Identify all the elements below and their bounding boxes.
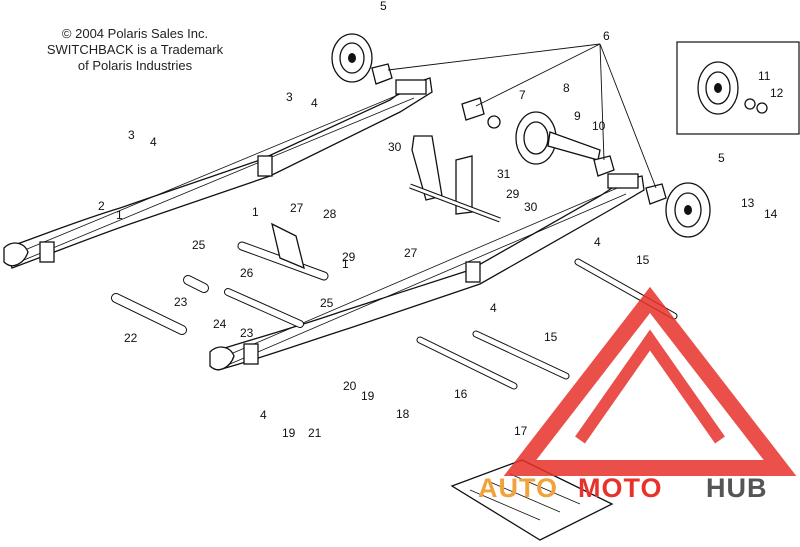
callout-number: 5 <box>380 0 387 13</box>
callout-number: 14 <box>764 207 778 221</box>
callout-number: 4 <box>260 408 267 422</box>
callout-number: 25 <box>192 238 206 252</box>
callout-number: 15 <box>544 330 558 344</box>
callout-number: 17 <box>514 424 528 438</box>
callout-number: 4 <box>594 235 601 249</box>
callout-number: 1 <box>116 208 123 222</box>
copyright-notice: © 2004 Polaris Sales Inc. SWITCHBACK is … <box>40 26 230 74</box>
watermark-wordmark: AUTO MOTO HUB <box>478 473 768 503</box>
callout-number: 1 <box>342 257 349 271</box>
callout-number: 4 <box>311 96 318 110</box>
callout-number: 31 <box>497 167 511 181</box>
callout-number: 3 <box>286 90 293 104</box>
wheel-5-top <box>331 33 373 83</box>
bushings <box>371 63 667 205</box>
callout-number: 2 <box>98 199 105 213</box>
callout-number: 27 <box>404 246 418 260</box>
detail-inset-box <box>676 41 800 135</box>
callout-number: 4 <box>150 135 157 149</box>
callout-number: 4 <box>490 301 497 315</box>
copyright-line: © 2004 Polaris Sales Inc. <box>61 26 209 41</box>
callout-number: 19 <box>361 389 375 403</box>
rear-rail <box>3 77 433 269</box>
callout-number: 12 <box>770 86 784 100</box>
callout-number: 29 <box>342 250 356 264</box>
callout-number: 27 <box>290 201 304 215</box>
callout-number: 9 <box>574 109 581 123</box>
callout-number: 18 <box>396 407 410 421</box>
callout-number: 10 <box>592 119 606 133</box>
callout-number: 16 <box>454 387 468 401</box>
callout-number: 30 <box>388 140 402 154</box>
watermark-logo <box>503 286 797 476</box>
callout-number: 22 <box>124 331 138 345</box>
callout-number: 23 <box>174 295 188 309</box>
callout-number: 15 <box>636 253 650 267</box>
callout-number: 20 <box>343 379 357 393</box>
callout-number: 25 <box>320 296 334 310</box>
callout-number: 21 <box>308 426 322 440</box>
watermark-hub: HUB <box>706 473 768 503</box>
callout-number: 24 <box>213 317 227 331</box>
shafts <box>111 222 678 390</box>
callout-number: 8 <box>563 81 570 95</box>
callout-number: 29 <box>506 187 520 201</box>
callout-number: 19 <box>282 426 296 440</box>
callout-number: 7 <box>519 88 526 102</box>
callout-number: 6 <box>603 29 610 43</box>
wheel-inset <box>697 61 768 115</box>
center-bracket <box>409 135 501 223</box>
callout-number: 11 <box>758 69 771 83</box>
callout-number: 13 <box>741 196 755 210</box>
callout-number: 5 <box>718 151 725 165</box>
callout-number: 28 <box>323 207 337 221</box>
callout-number: 30 <box>524 200 538 214</box>
leader-lines <box>387 43 657 189</box>
trademark-line: SWITCHBACK is a Trademark <box>46 42 224 57</box>
callout-number: 23 <box>240 326 254 340</box>
callout-number: 1 <box>252 205 259 219</box>
skid-plate <box>450 459 614 541</box>
front-rail <box>209 173 645 371</box>
watermark-auto: AUTO <box>478 473 558 503</box>
wheel-8-center <box>515 111 601 165</box>
wheel-5-right <box>665 182 711 238</box>
callout-number: 3 <box>128 128 135 142</box>
watermark-moto: MOTO <box>578 473 663 503</box>
callout-number: 26 <box>240 266 254 280</box>
trademark-owner-line: of Polaris Industries <box>77 58 193 73</box>
